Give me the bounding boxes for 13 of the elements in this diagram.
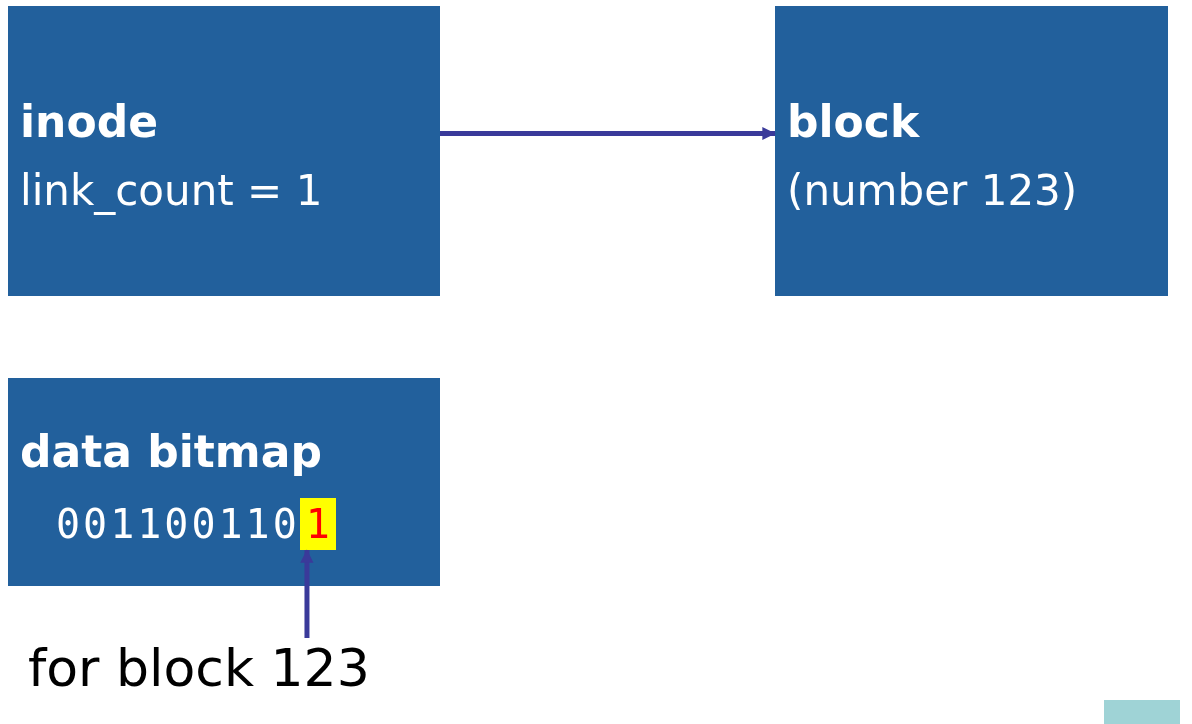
bit-string: 001100110 bbox=[56, 500, 300, 549]
note-text: for block 123 bbox=[28, 638, 370, 698]
highlighted-bit: 1 bbox=[299, 498, 336, 550]
arrow bbox=[440, 126, 776, 141]
box-text: (number 123) bbox=[787, 166, 1078, 215]
process-box bbox=[8, 378, 440, 586]
box-heading: inode bbox=[20, 96, 158, 147]
arrow bbox=[300, 549, 314, 638]
box-heading: data bitmap bbox=[20, 426, 322, 477]
box-text: link_count = 1 bbox=[20, 166, 323, 215]
process-box bbox=[8, 6, 440, 296]
box-heading: block bbox=[787, 96, 920, 147]
process-box bbox=[775, 6, 1168, 296]
